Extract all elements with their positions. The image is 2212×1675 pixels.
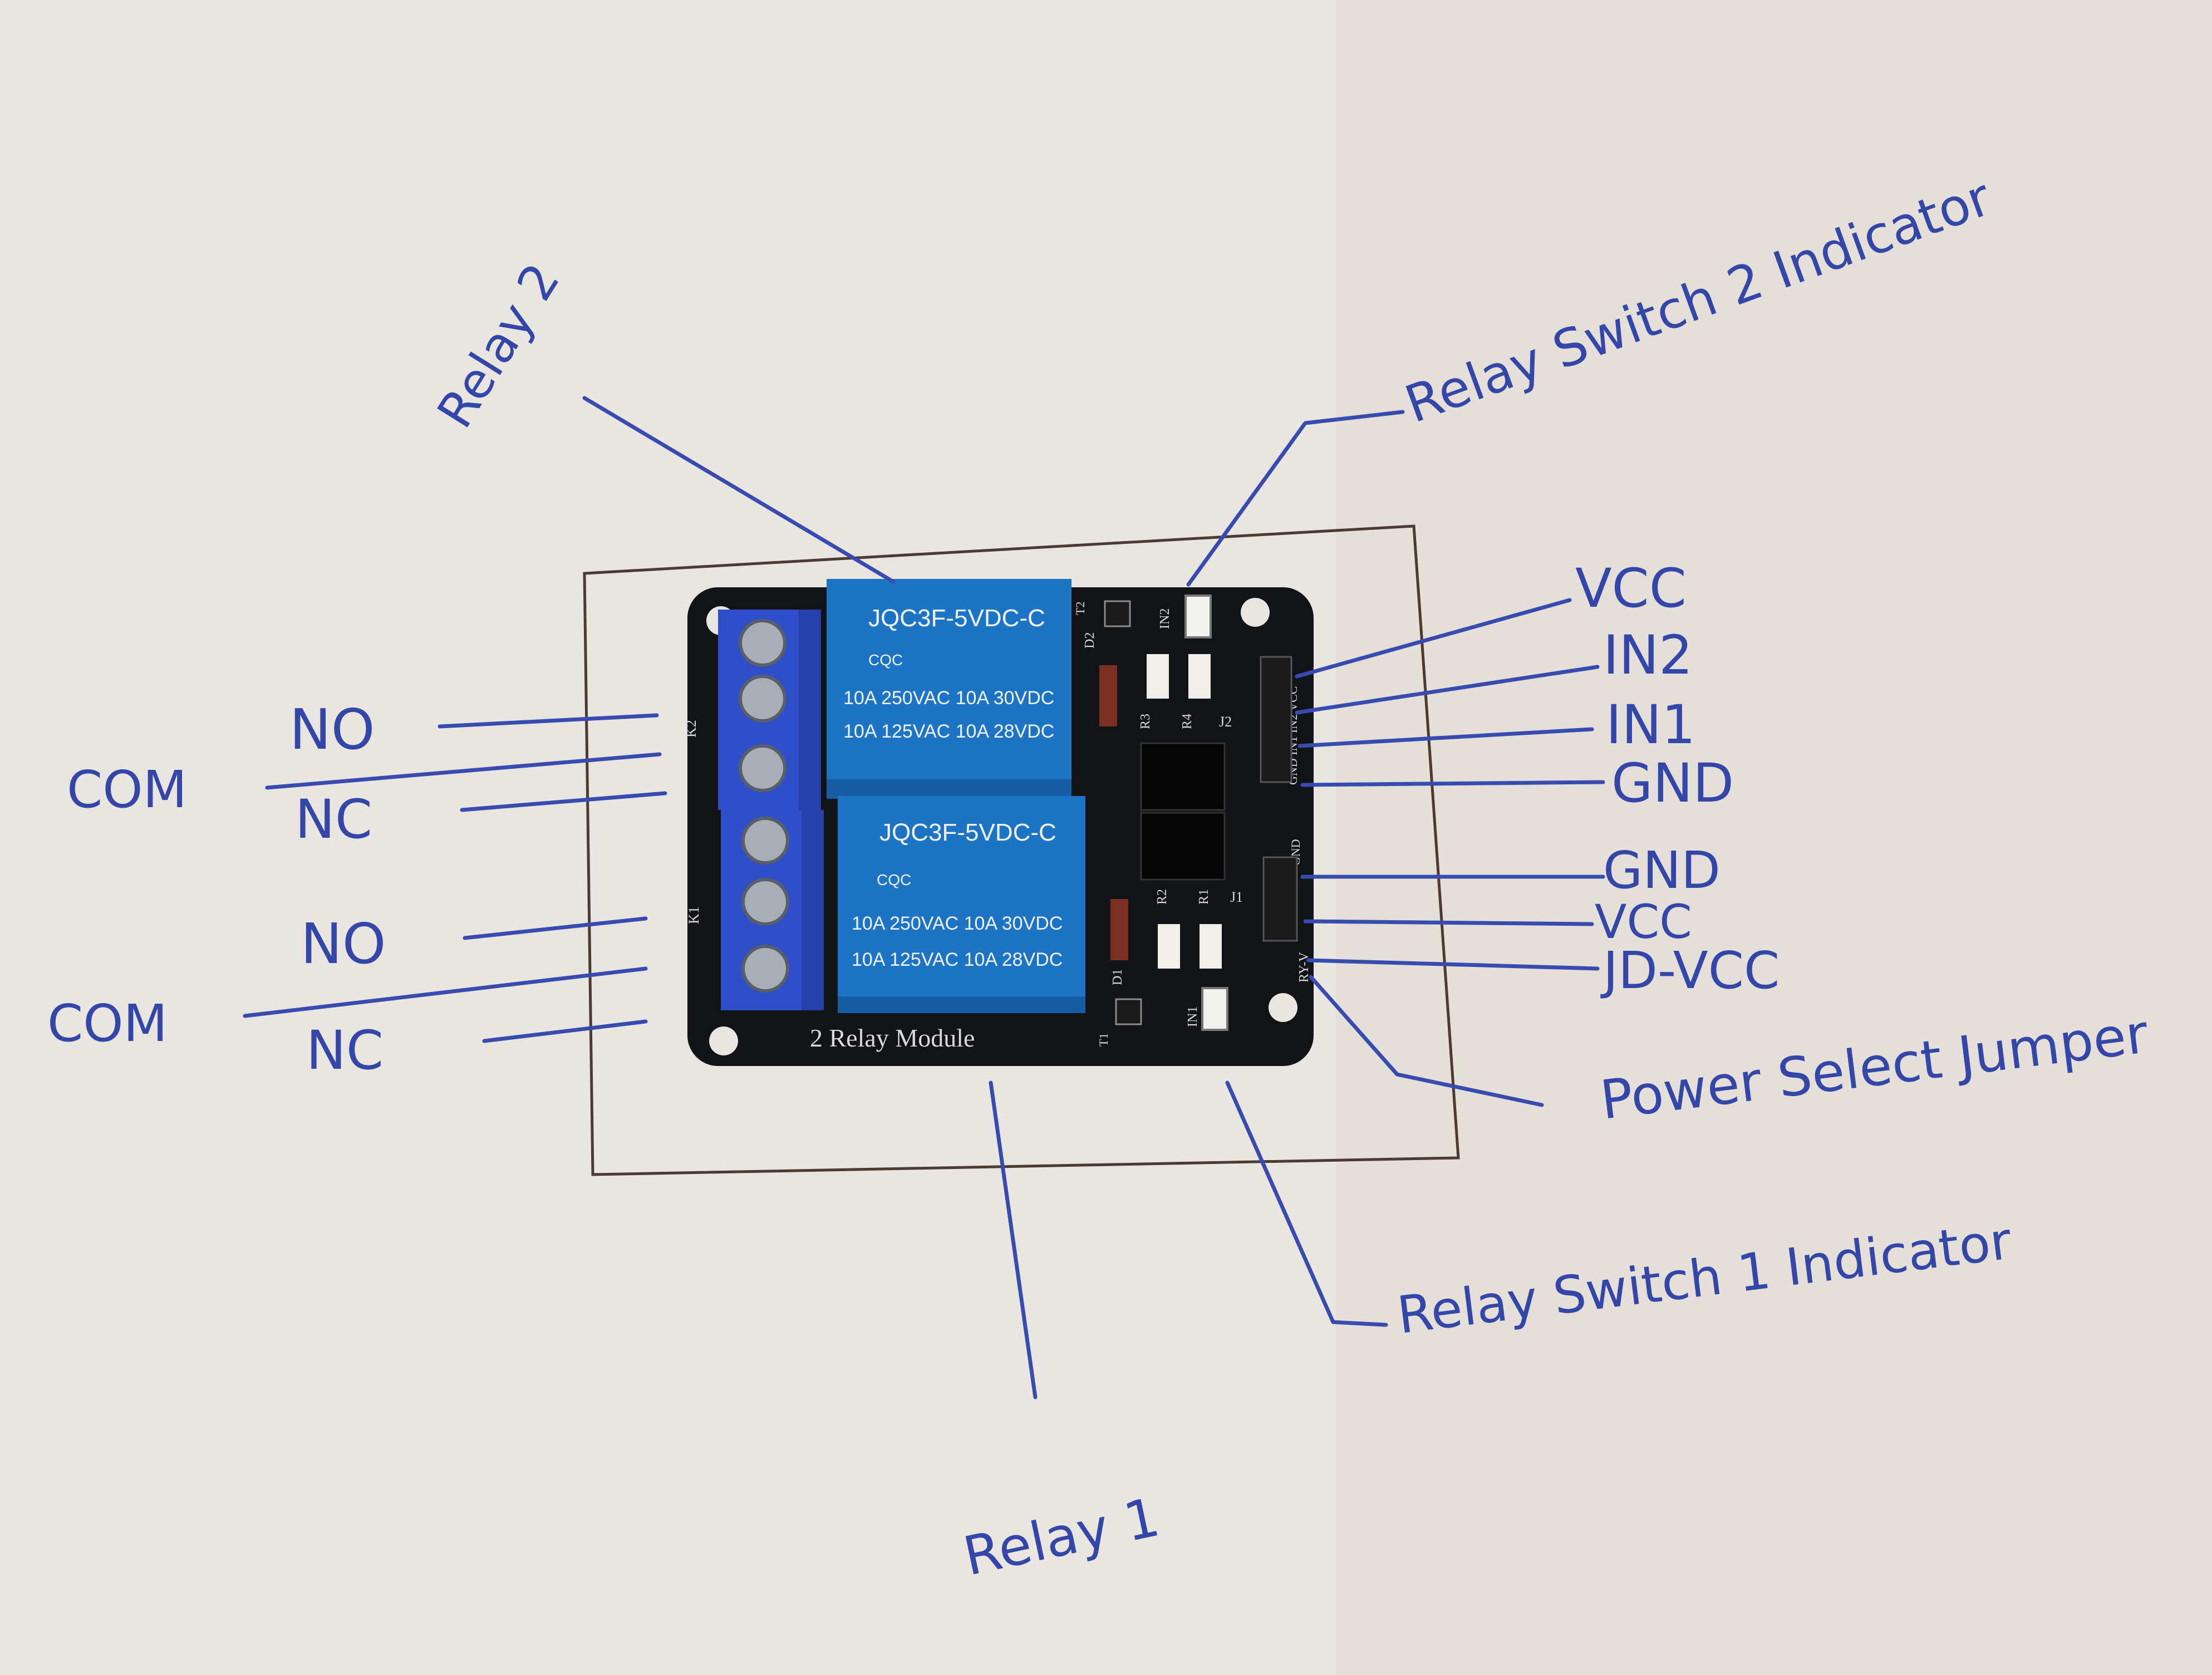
resistor-r3 (1147, 654, 1169, 699)
relay-2-component: JQC3F-5VDC-C CQC 10A 250VAC 10A 30VDC 10… (827, 579, 1071, 799)
mounting-hole (1269, 993, 1297, 1022)
screw-terminal (741, 945, 789, 993)
silk-in1: IN1 (1186, 1006, 1200, 1027)
screw-terminal (741, 878, 789, 926)
diode-d1 (1110, 899, 1128, 960)
mounting-hole (709, 1026, 738, 1055)
diode-d2 (1099, 665, 1117, 726)
screw-terminal (739, 619, 787, 667)
relay-1-model: JQC3F-5VDC-C (879, 819, 1056, 846)
label-pin-vcc-bottom: VCC (1595, 895, 1692, 949)
silk-r4: R4 (1180, 714, 1195, 729)
transistor-t2 (1104, 600, 1131, 627)
silk-k1: K1 (686, 906, 702, 924)
relay-2-marks: CQC (868, 651, 903, 669)
relay-2-rating-1: 10A 250VAC 10A 30VDC (843, 687, 1054, 709)
label-pin-in1: IN1 (1606, 694, 1695, 756)
label-pin-gnd-bottom: GND (1603, 841, 1721, 900)
label-k1-com: COM (47, 994, 168, 1053)
paper-shade (1336, 0, 2212, 1675)
header-j1 (1262, 856, 1298, 942)
relay-1-marks: CQC (877, 871, 911, 888)
label-k1-nc: NC (306, 1019, 384, 1082)
silk-d2: D2 (1083, 632, 1097, 649)
label-pin-gnd-top: GND (1611, 752, 1734, 814)
label-k2-com: COM (67, 760, 187, 819)
silk-j1: J1 (1230, 889, 1243, 905)
terminal-block-k2 (718, 610, 821, 810)
silk-k2: K2 (683, 720, 699, 738)
silk-in2: IN2 (1158, 608, 1172, 629)
label-pin-in2: IN2 (1603, 624, 1693, 686)
relay-module-board: JQC3F-5VDC-C CQC 10A 250VAC 10A 30VDC 10… (683, 579, 1314, 1066)
relay-1-component: JQC3F-5VDC-C CQC 10A 250VAC 10A 30VDC 10… (838, 796, 1085, 1013)
relay-2-model: JQC3F-5VDC-C (868, 605, 1045, 632)
label-k1-no: NO (301, 911, 386, 976)
silk-t2: T2 (1073, 602, 1087, 615)
resistor-r4 (1188, 654, 1211, 699)
relay-switch-2-indicator-led (1184, 595, 1212, 638)
screw-terminal (739, 675, 787, 723)
optocoupler-1 (1140, 742, 1226, 811)
label-pin-jd-vcc: JD-VCC (1600, 941, 1780, 1000)
silk-j2: J2 (1219, 714, 1232, 730)
resistor-r2 (1158, 924, 1180, 969)
relay-switch-1-indicator-led (1201, 987, 1228, 1031)
relay-1-rating-2: 10A 125VAC 10A 28VDC (852, 949, 1063, 970)
silk-r3: R3 (1138, 714, 1153, 729)
transistor-t1 (1115, 998, 1142, 1025)
optocoupler-2 (1140, 812, 1226, 881)
label-k2-nc: NC (295, 788, 372, 851)
silk-t1: T1 (1097, 1033, 1110, 1047)
relay-2-rating-2: 10A 125VAC 10A 28VDC (843, 721, 1054, 742)
label-k2-no: NO (289, 697, 375, 762)
screw-terminal (739, 744, 787, 792)
board-title: 2 Relay Module (810, 1024, 975, 1052)
label-pin-vcc-top: VCC (1575, 557, 1687, 620)
terminal-block-k1 (721, 810, 824, 1010)
mounting-hole (1241, 598, 1270, 627)
screw-terminal (741, 817, 789, 864)
silk-d1: D1 (1110, 969, 1125, 985)
resistor-r1 (1200, 924, 1222, 969)
silk-r1: R1 (1197, 889, 1211, 905)
silk-r2: R2 (1155, 889, 1169, 905)
header-j2 (1260, 656, 1292, 783)
annotation-wires (243, 396, 1605, 1399)
relay-1-rating-1: 10A 250VAC 10A 30VDC (852, 913, 1063, 934)
